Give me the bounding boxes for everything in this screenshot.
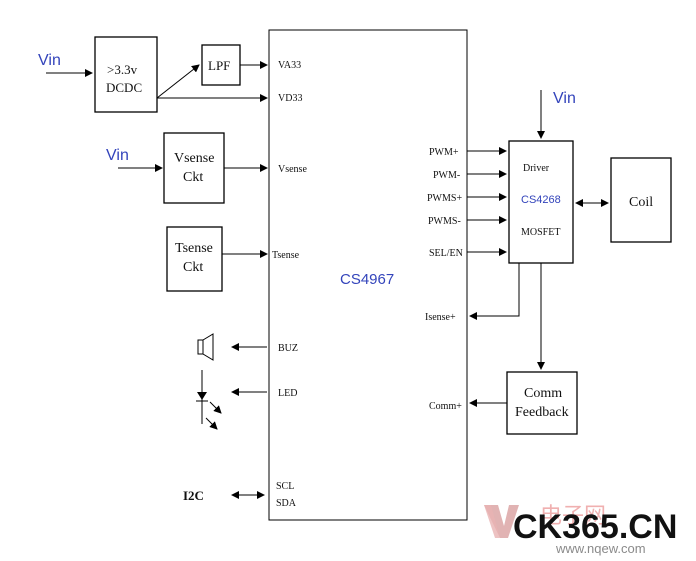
dcdc-line1: >3.3v [107,62,138,77]
pin-sel-en: SEL/EN [429,248,463,259]
pin-isense: Isense+ [425,312,456,323]
pin-sda: SDA [276,498,297,509]
watermark-logo-icon [484,505,519,538]
comm-feedback-block [506,371,578,435]
driver-top-label: Driver [523,163,550,174]
pin-pwms-plus: PWMS+ [427,193,462,204]
coil-label: Coil [629,195,653,210]
watermark: 电子网 CK365.CN www.nqew.com [484,504,677,556]
pin-tsense: Tsense [272,250,300,261]
pin-va33: VA33 [278,60,301,71]
vin-dcdc-label: Vin [38,52,61,69]
dcdc-block [94,36,158,113]
lpf-label: LPF [208,58,230,73]
driver-bottom-label: MOSFET [521,227,560,238]
pin-scl: SCL [276,481,294,492]
i2c-label: I2C [183,488,204,503]
vsense-line1: Vsense [174,151,214,166]
watermark-cn: 电子网 [540,504,606,529]
isense-arrow [469,263,520,320]
speaker-icon [197,333,214,361]
pin-pwm-plus: PWM+ [429,147,459,158]
vin-driver-label: Vin [553,90,576,107]
vsense-block [163,132,225,204]
main-chip-label: CS4967 [340,271,394,288]
driver-part-label: CS4268 [521,194,561,206]
comm-line1: Comm [524,386,562,401]
pin-comm: Comm+ [429,401,462,412]
pin-vd33: VD33 [278,93,302,104]
tsense-line1: Tsense [175,241,213,256]
watermark-url: www.nqew.com [555,541,646,556]
tsense-line2: Ckt [183,260,203,275]
dcdc-to-lpf-arrow [156,64,200,99]
tsense-block [166,226,223,292]
pin-buz: BUZ [278,343,298,354]
main-chip-box [268,29,468,521]
coil-block [610,157,672,243]
comm-line2: Feedback [515,405,569,420]
led-icon [196,370,222,430]
pin-pwms-minus: PWMS- [428,216,461,227]
pin-vsense: Vsense [278,164,307,175]
pin-pwm-minus: PWM- [433,170,460,181]
pin-led: LED [278,388,297,399]
vin-vsense-label: Vin [106,147,129,164]
watermark-brand: CK365.CN [513,508,677,546]
vsense-line2: Ckt [183,170,203,185]
dcdc-line2: DCDC [106,80,142,95]
